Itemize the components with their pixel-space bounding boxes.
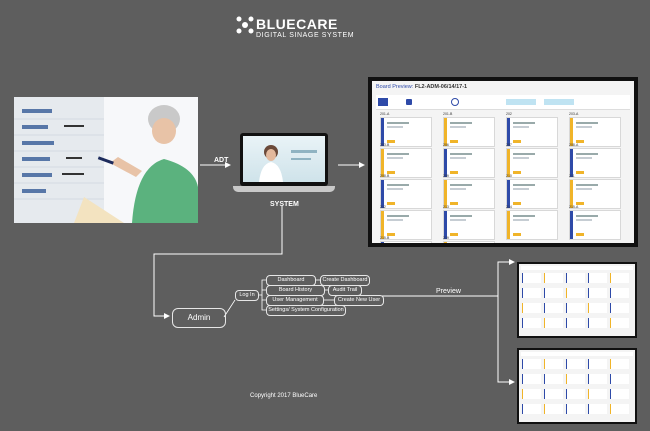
room-tile[interactable]	[506, 210, 558, 240]
room-tile[interactable]	[380, 210, 432, 240]
room-tile[interactable]	[380, 117, 432, 147]
preview-cell	[544, 404, 563, 414]
preview-cell	[588, 303, 607, 313]
logo-brand: BLUECARE	[256, 16, 338, 32]
board-preview-monitor: Board Preview: FL2-ADM-06/14/17-1 201-A 2…	[368, 77, 638, 247]
preview-cell	[522, 374, 541, 384]
preview-screen-2	[517, 348, 637, 424]
room-number: 212	[380, 205, 386, 209]
settings-box[interactable]: Settings/ System Configuration	[266, 305, 346, 316]
room-number: 213	[443, 205, 449, 209]
system-laptop	[233, 133, 335, 197]
room-number: 208-A	[569, 143, 579, 147]
system-label: SYSTEM	[270, 201, 299, 208]
room-number: 219	[443, 236, 449, 240]
room-number: 207	[506, 143, 512, 147]
bluecare-logo: BLUECARE DIGITAL SINAGE SYSTEM	[236, 16, 426, 44]
nurse-whiteboard-photo	[14, 97, 198, 223]
preview-cell	[522, 359, 541, 369]
room-tile[interactable]	[569, 210, 621, 240]
preview-cell	[544, 303, 563, 313]
preview-cell	[610, 404, 629, 414]
room-number: 201-A	[380, 112, 390, 116]
room-number: 208-B	[380, 174, 390, 178]
adt-label: ADT	[214, 157, 229, 164]
preview-cell	[610, 273, 629, 283]
room-number: 206	[443, 143, 449, 147]
copyright-footer: Copyright 2017 BlueCare	[250, 393, 318, 399]
preview-cell	[610, 303, 629, 313]
room-tile[interactable]	[443, 241, 495, 243]
preview-cell	[588, 404, 607, 414]
preview-cell	[566, 318, 585, 328]
room-number: 202	[506, 112, 512, 116]
room-number: 211	[569, 174, 575, 178]
room-tile[interactable]	[380, 148, 432, 178]
preview-cell	[544, 374, 563, 384]
preview-cell	[610, 318, 629, 328]
preview-cell	[588, 318, 607, 328]
preview-cell	[588, 389, 607, 399]
preview-cell	[566, 303, 585, 313]
admin-box[interactable]: Admin	[172, 308, 226, 328]
room-number: 215-B	[380, 236, 390, 240]
preview-cell	[610, 288, 629, 298]
preview-cell	[566, 288, 585, 298]
preview-cell	[566, 404, 585, 414]
preview-cell	[522, 318, 541, 328]
preview-cell	[544, 273, 563, 283]
login-box[interactable]: Log In	[235, 290, 259, 301]
room-tile[interactable]	[380, 179, 432, 209]
room-tile[interactable]	[569, 148, 621, 178]
preview-cell	[566, 389, 585, 399]
preview-cell	[522, 288, 541, 298]
preview-cell	[566, 273, 585, 283]
preview-cell	[522, 389, 541, 399]
room-tile[interactable]	[569, 117, 621, 147]
board-preview-title: Board Preview: FL2-ADM-06/14/17-1	[376, 84, 468, 90]
room-number: 203-A	[569, 112, 579, 116]
room-tile[interactable]	[380, 241, 432, 243]
preview-cell	[544, 389, 563, 399]
preview-cell	[588, 288, 607, 298]
room-tile[interactable]	[443, 117, 495, 147]
preview-label: Preview	[436, 288, 461, 295]
room-number: 203-B	[380, 143, 390, 147]
room-tile[interactable]	[506, 117, 558, 147]
preview-cell	[566, 374, 585, 384]
room-number: 214	[506, 205, 512, 209]
preview-cell	[588, 374, 607, 384]
room-number: 209	[443, 174, 449, 178]
preview-cell	[610, 389, 629, 399]
logo-subtitle: DIGITAL SINAGE SYSTEM	[256, 32, 355, 39]
preview-cell	[610, 374, 629, 384]
preview-cell	[522, 404, 541, 414]
room-number: 210	[506, 174, 512, 178]
room-tile[interactable]	[569, 179, 621, 209]
preview-cell	[544, 288, 563, 298]
preview-cell	[544, 318, 563, 328]
preview-cell	[522, 303, 541, 313]
room-number: 201-B	[443, 112, 453, 116]
room-tile[interactable]	[506, 179, 558, 209]
board-header-bar	[376, 95, 630, 110]
preview-cell	[610, 359, 629, 369]
room-tile[interactable]	[443, 148, 495, 178]
preview-header	[521, 266, 633, 270]
preview-header	[521, 352, 633, 356]
room-tile[interactable]	[443, 210, 495, 240]
preview-cell	[566, 359, 585, 369]
system-to-admin-line	[153, 206, 283, 319]
bluecare-mark-icon	[236, 16, 254, 34]
room-number: 215-A	[569, 205, 579, 209]
preview-screen-1	[517, 262, 637, 338]
room-tile[interactable]	[506, 148, 558, 178]
create-new-user-box[interactable]: Create New User	[334, 295, 384, 306]
preview-cell	[588, 273, 607, 283]
preview-cell	[522, 273, 541, 283]
room-tile[interactable]	[443, 179, 495, 209]
preview-cell	[544, 359, 563, 369]
preview-cell	[588, 359, 607, 369]
